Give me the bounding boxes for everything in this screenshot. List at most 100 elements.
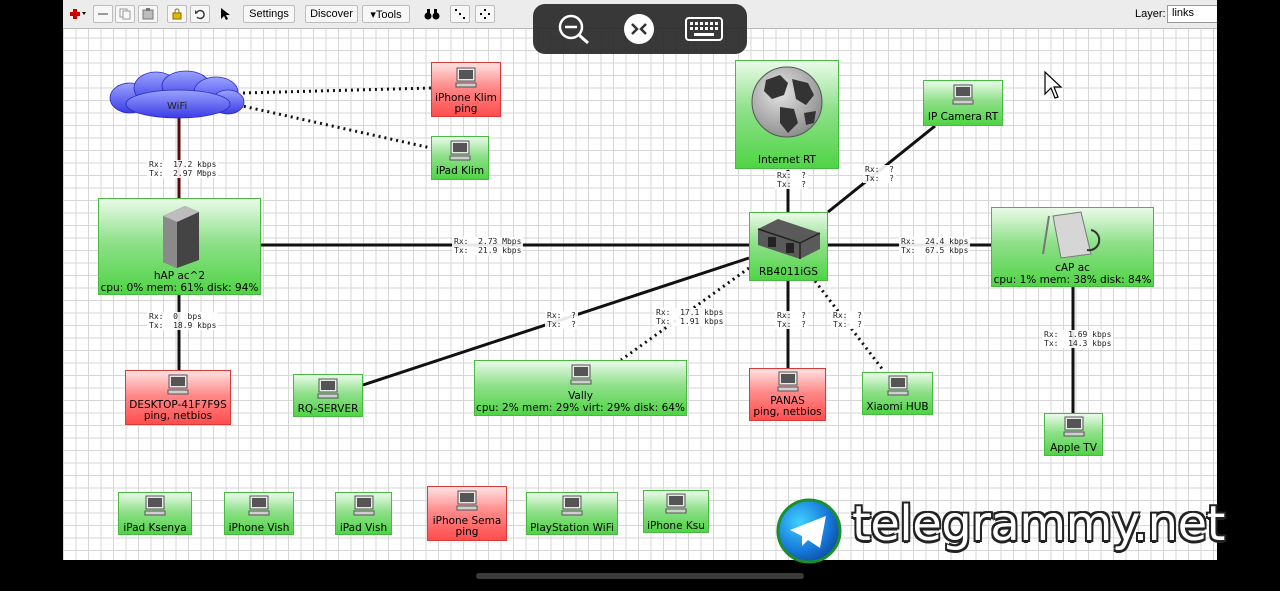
node-playstation-wifi[interactable]: PlayStation WiFi bbox=[526, 492, 618, 535]
node-desktop[interactable]: DESKTOP-41F7F9S ping, netbios bbox=[125, 370, 231, 425]
node-stats: cpu: 0% mem: 61% disk: 94% bbox=[100, 282, 259, 294]
node-internet-rt[interactable]: Internet RT bbox=[735, 60, 839, 169]
watermark-text: telegrammy.net bbox=[852, 496, 1225, 552]
pointer-icon bbox=[221, 8, 230, 20]
node-services: ping, netbios bbox=[143, 410, 213, 422]
traffic-label: Rx: 24.4 kbps Tx: 67.5 kbps bbox=[899, 237, 971, 255]
tools-menu[interactable]: ▾Tools bbox=[362, 5, 410, 23]
traffic-label: Rx: 2.73 Mbps Tx: 21.9 kbps bbox=[452, 237, 524, 255]
node-rq-server[interactable]: RQ-SERVER bbox=[293, 374, 363, 417]
traffic-label: Rx: 17.1 kbps Tx: 1.91 kbps bbox=[654, 308, 726, 326]
node-label: PlayStation WiFi bbox=[530, 522, 614, 534]
node-ipad-vish[interactable]: iPad Vish bbox=[335, 492, 392, 535]
remote-desktop-icon[interactable] bbox=[621, 13, 657, 45]
node-hap[interactable]: hAP ac^2 cpu: 0% mem: 61% disk: 94% bbox=[98, 198, 261, 295]
node-ipad-klim[interactable]: iPad Klim bbox=[431, 136, 489, 180]
node-iphone-klim[interactable]: iPhone Klim ping bbox=[431, 62, 501, 117]
node-label: Internet RT bbox=[758, 154, 816, 166]
select-pointer-button[interactable] bbox=[215, 5, 235, 23]
add-button[interactable] bbox=[65, 5, 89, 23]
traffic-label: Rx: 17.2 kbps Tx: 2.97 Mbps bbox=[147, 160, 219, 178]
node-xiaomi-hub[interactable]: Xiaomi HUB bbox=[862, 372, 933, 415]
traffic-label: Rx: ? Tx: ? bbox=[545, 311, 578, 329]
computer-icon bbox=[449, 140, 471, 161]
computer-icon bbox=[167, 374, 189, 395]
node-label: RB4011iGS bbox=[759, 266, 818, 278]
computer-icon bbox=[952, 84, 974, 105]
paste-button[interactable] bbox=[138, 5, 158, 23]
traffic-label: Rx: 1.69 kbps Tx: 14.3 kbps bbox=[1042, 330, 1114, 348]
node-ip-camera-rt[interactable]: IP Camera RT bbox=[923, 80, 1003, 126]
node-rb4011[interactable]: RB4011iGS bbox=[749, 212, 828, 281]
node-iphone-ksu[interactable]: iPhone Ksu bbox=[643, 490, 709, 533]
paste-icon bbox=[142, 8, 154, 20]
keyboard-icon[interactable] bbox=[684, 13, 724, 45]
binoculars-icon bbox=[424, 9, 440, 20]
copy-icon bbox=[119, 8, 131, 20]
traffic-label: Rx: 0 bps Tx: 18.9 kbps bbox=[147, 312, 219, 330]
access-point-icon bbox=[1041, 211, 1100, 259]
node-label: iPad Vish bbox=[339, 522, 388, 534]
fit-icon bbox=[455, 9, 465, 19]
node-label: Vally bbox=[568, 390, 593, 402]
fit-view-button[interactable] bbox=[450, 5, 470, 23]
remote-controls-overlay bbox=[533, 4, 747, 54]
node-label: Apple TV bbox=[1050, 442, 1097, 454]
node-label: cAP ac bbox=[1055, 262, 1090, 274]
node-iphone-sema[interactable]: iPhone Sema ping bbox=[427, 486, 507, 541]
node-vally[interactable]: Vally cpu: 2% mem: 29% virt: 29% disk: 6… bbox=[474, 360, 687, 416]
node-stats: cpu: 2% mem: 29% virt: 29% disk: 64% bbox=[476, 402, 685, 414]
lock-button[interactable] bbox=[167, 5, 187, 23]
center-icon bbox=[480, 9, 490, 19]
find-button[interactable] bbox=[421, 5, 443, 23]
node-label: iPad Klim bbox=[435, 165, 485, 177]
remove-button[interactable] bbox=[93, 5, 113, 23]
computer-icon bbox=[561, 495, 583, 516]
computer-icon bbox=[353, 495, 374, 516]
undo-button[interactable] bbox=[190, 5, 210, 23]
copy-button[interactable] bbox=[115, 5, 135, 23]
computer-icon bbox=[248, 495, 270, 516]
node-label: Xiaomi HUB bbox=[866, 401, 929, 413]
zoom-out-icon[interactable] bbox=[556, 13, 592, 45]
undo-icon bbox=[195, 9, 205, 20]
router-icon bbox=[162, 206, 199, 268]
traffic-label: Rx: ? Tx: ? bbox=[831, 311, 864, 329]
computer-icon bbox=[570, 364, 591, 385]
computer-icon bbox=[777, 371, 798, 392]
map-canvas[interactable]: Rx: 17.2 kbps Tx: 2.97 Mbps Rx: 2.73 Mbp… bbox=[63, 0, 1217, 560]
computer-icon bbox=[887, 375, 908, 396]
layer-input[interactable]: links bbox=[1167, 5, 1217, 23]
node-label: iPhone Klim bbox=[435, 92, 497, 104]
wifi-label: WiFi bbox=[167, 101, 188, 112]
home-indicator[interactable] bbox=[476, 573, 804, 579]
settings-button[interactable]: Settings bbox=[243, 5, 295, 23]
node-ipad-ksenya[interactable]: iPad Ksenya bbox=[118, 492, 192, 535]
node-label: RQ-SERVER bbox=[297, 403, 359, 415]
node-label: PANAS bbox=[770, 395, 805, 407]
computer-icon bbox=[456, 490, 478, 511]
node-iphone-vish[interactable]: iPhone Vish bbox=[224, 492, 294, 535]
node-label: DESKTOP-41F7F9S bbox=[129, 399, 227, 411]
computer-icon bbox=[1063, 416, 1084, 437]
discover-button[interactable]: Discover bbox=[305, 5, 358, 23]
router-icon bbox=[757, 219, 820, 259]
remove-icon bbox=[98, 13, 108, 15]
mouse-cursor-icon bbox=[1044, 70, 1063, 99]
lock-icon bbox=[172, 8, 182, 20]
node-panas[interactable]: PANAS ping, netbios bbox=[749, 368, 826, 421]
computer-icon bbox=[317, 378, 339, 399]
node-cap[interactable]: cAP ac cpu: 1% mem: 38% disk: 84% bbox=[991, 207, 1154, 287]
cloud-icon[interactable] bbox=[108, 70, 248, 120]
globe-icon bbox=[751, 66, 823, 138]
node-label: hAP ac^2 bbox=[153, 270, 206, 282]
network-map-window: Rx: 17.2 kbps Tx: 2.97 Mbps Rx: 2.73 Mbp… bbox=[63, 0, 1217, 560]
node-apple-tv[interactable]: Apple TV bbox=[1044, 413, 1103, 456]
center-view-button[interactable] bbox=[475, 5, 495, 23]
node-stats: cpu: 1% mem: 38% disk: 84% bbox=[993, 274, 1152, 286]
node-label: iPad Ksenya bbox=[123, 522, 187, 534]
node-label: iPhone Ksu bbox=[647, 520, 705, 532]
computer-icon bbox=[665, 493, 687, 514]
link-wifi-ipad-klim bbox=[237, 103, 432, 150]
computer-icon bbox=[144, 495, 166, 516]
